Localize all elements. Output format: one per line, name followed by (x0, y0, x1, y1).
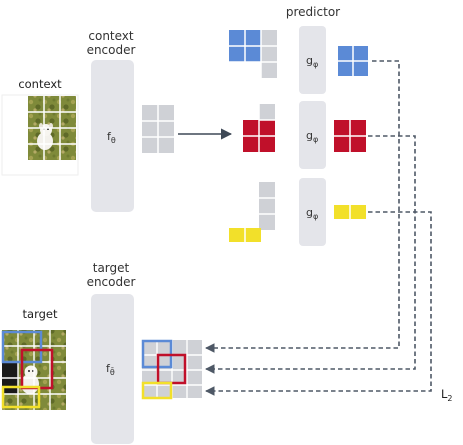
target-embedding-yellow-outline (141, 381, 173, 400)
target-block-yellow-outline (1, 385, 41, 409)
context-embedding-grid (142, 105, 174, 153)
loss-connection-red (205, 135, 416, 374)
target-encoder-block (91, 294, 134, 444)
predictor-block-3: gφ (299, 178, 326, 246)
context-label: context (18, 77, 62, 91)
target-encoder-label-line1: target (93, 261, 130, 275)
target-label: target (23, 307, 58, 321)
dog-icon (37, 123, 53, 150)
context-encoder-block (91, 60, 134, 212)
loss-label: L2 (441, 387, 453, 403)
predictor-input-blue (229, 30, 277, 78)
context-encoder-symbol: fθ (107, 130, 116, 145)
context-image (1, 94, 79, 176)
target-embedding-grid (141, 339, 202, 400)
predicted-red-embedding (334, 120, 366, 152)
predictor-block-2: gφ (299, 101, 326, 169)
context-encoder-label-line1: context (88, 29, 134, 43)
target-image (1, 330, 66, 410)
predicted-blue-embedding (338, 46, 368, 76)
context-encoder-label-line2: encoder (87, 43, 136, 57)
predictor-input-red (243, 104, 275, 152)
predicted-yellow-embedding (334, 205, 366, 219)
predictor-input-yellow (229, 182, 275, 242)
predictor-block-1: gφ (299, 26, 326, 94)
svg-text:gφ: gφ (306, 129, 318, 144)
loss-connection-yellow (205, 211, 432, 396)
predictor-label: predictor (286, 5, 340, 19)
target-encoder-symbol: fθ̄ (106, 362, 115, 377)
svg-text:gφ: gφ (306, 54, 318, 69)
target-encoder-label-line2: encoder (87, 275, 136, 289)
svg-text:gφ: gφ (306, 206, 318, 221)
